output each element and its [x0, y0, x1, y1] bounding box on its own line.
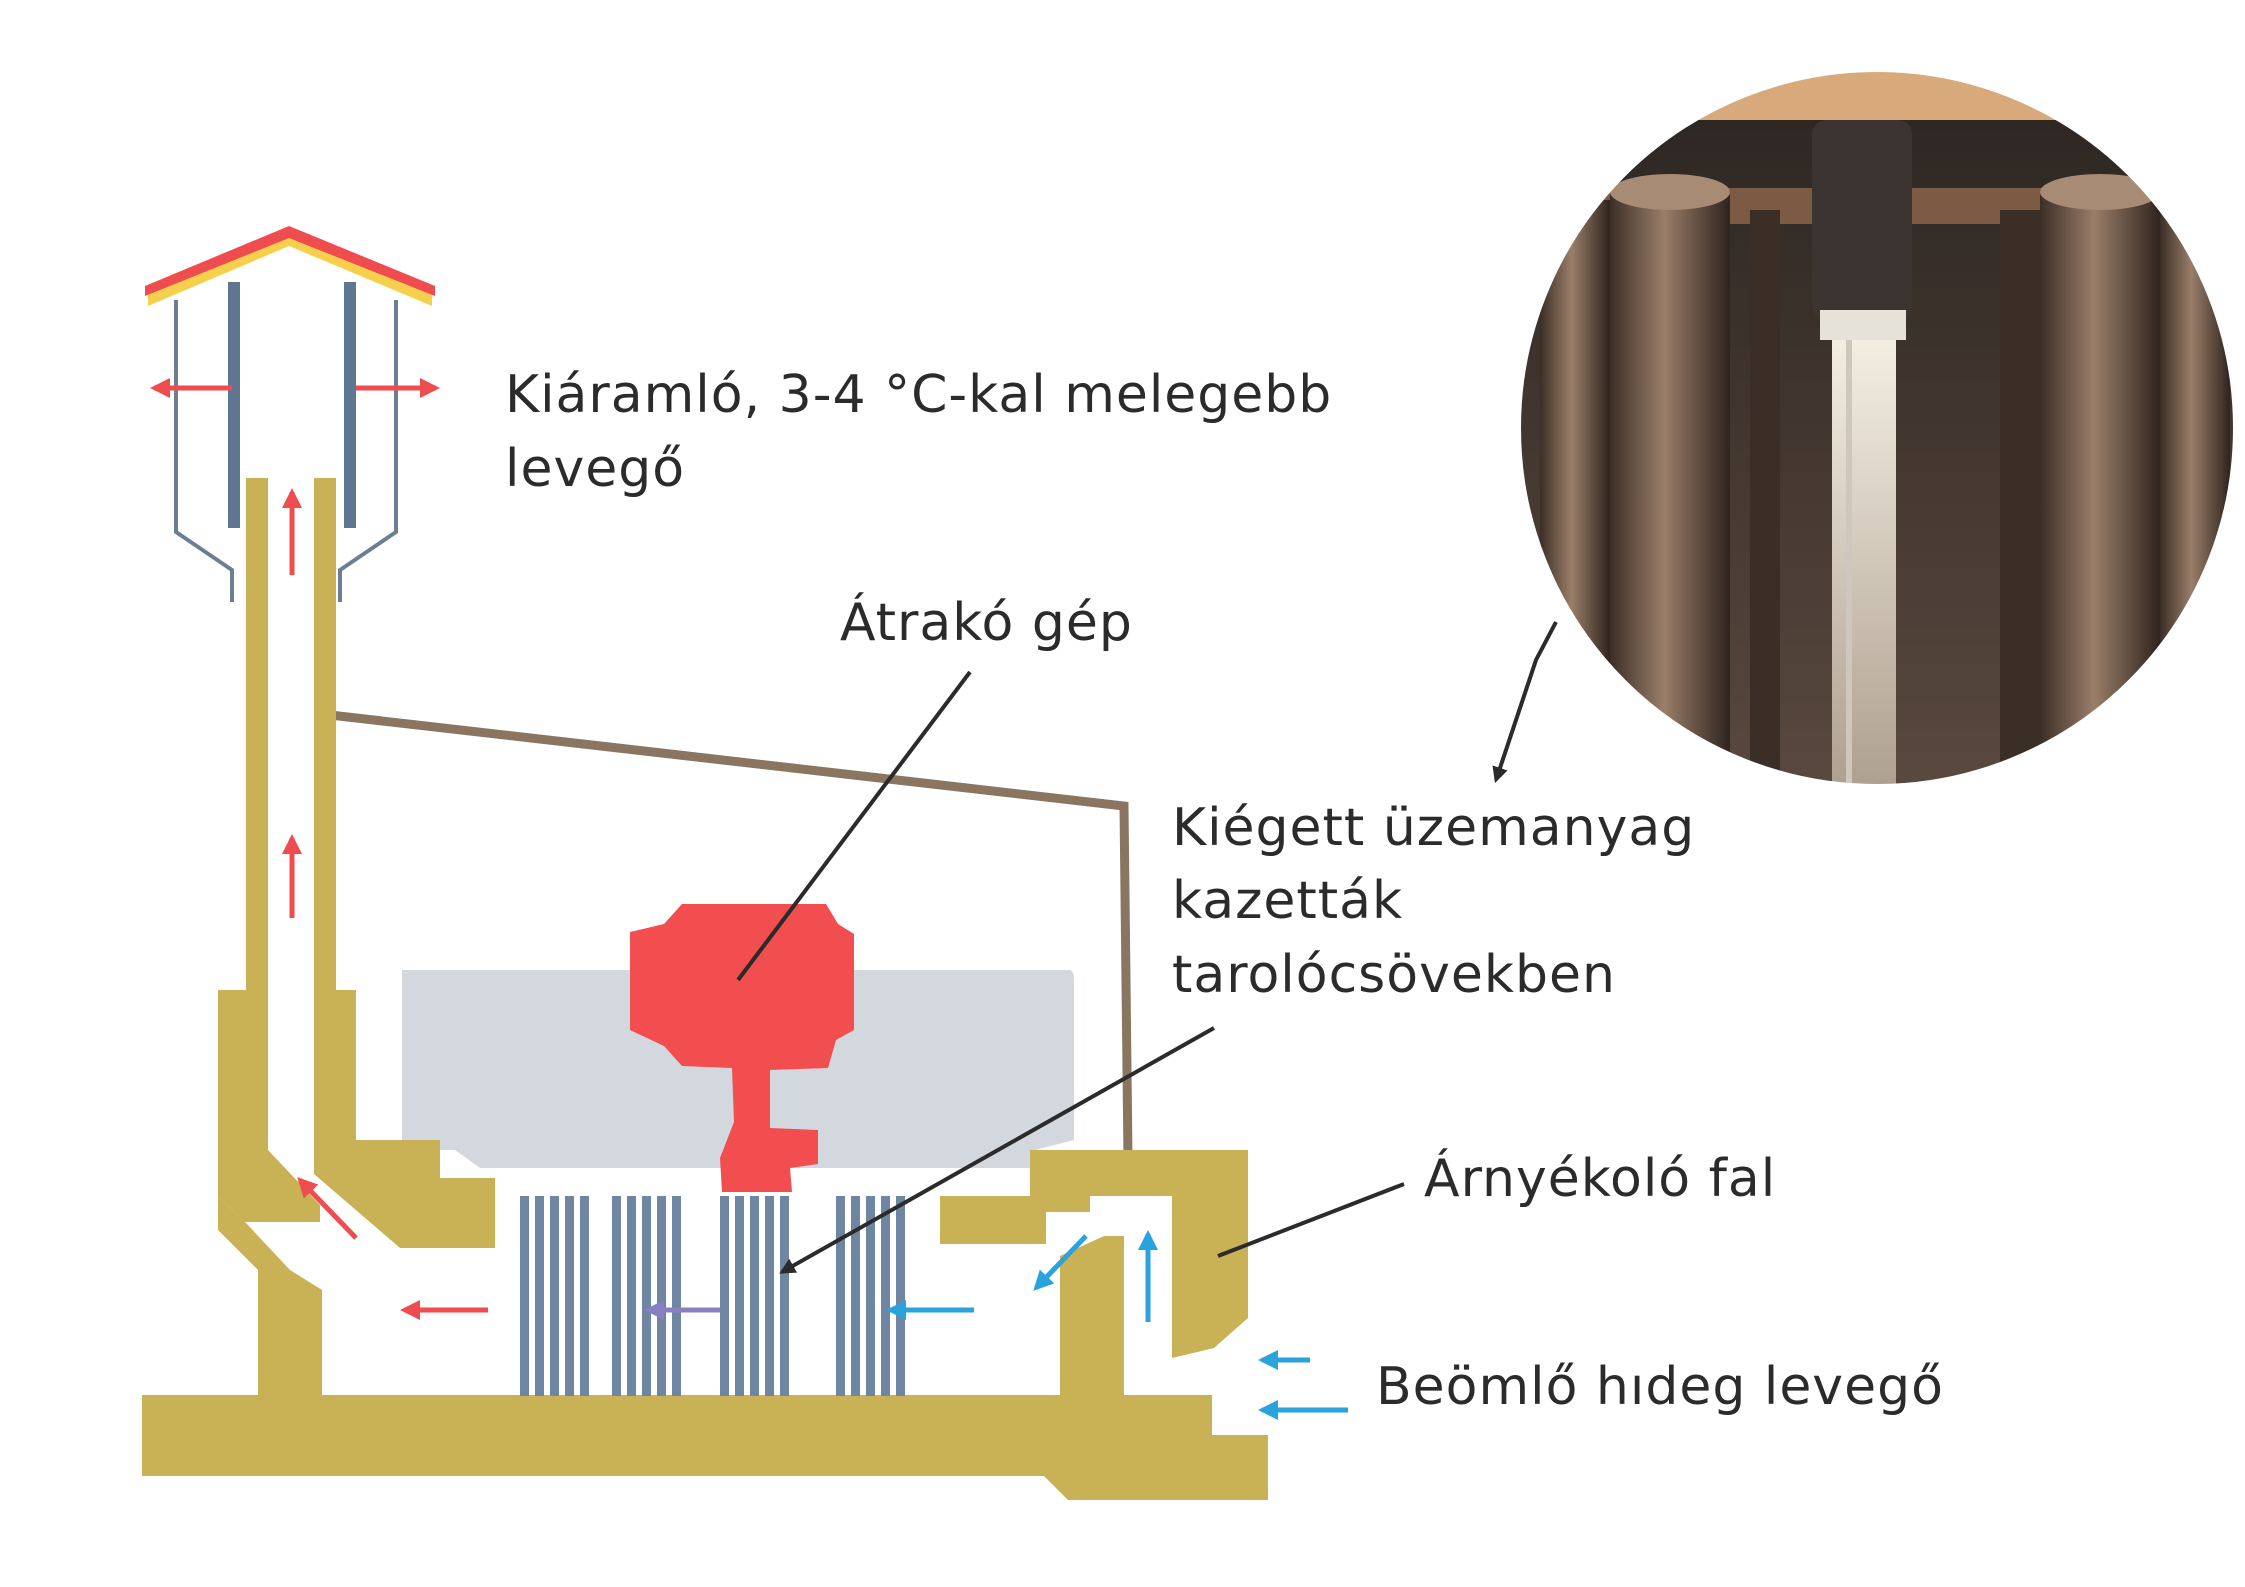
fuel-tube — [780, 1196, 789, 1396]
fuel-tube — [881, 1196, 890, 1396]
fuel-storage-tubes — [520, 1196, 905, 1396]
fuel-tube — [535, 1196, 544, 1396]
fuel-tube — [657, 1196, 666, 1396]
fuel-tube — [720, 1196, 729, 1396]
label-outflow-2: levegő — [505, 439, 685, 499]
fuel-tube — [565, 1196, 574, 1396]
fuel-tube — [750, 1196, 759, 1396]
fuel-tube — [642, 1196, 651, 1396]
fuel-tube — [836, 1196, 845, 1396]
label-inflow: Beömlő hıdeg levegő — [1376, 1357, 1944, 1417]
fuel-tube — [520, 1196, 529, 1396]
fuel-tube — [735, 1196, 744, 1396]
warm-air-arrow-duct — [297, 1177, 358, 1240]
label-cassettes-3: tarolócsövekben — [1172, 945, 1616, 1005]
fuel-tube — [627, 1196, 636, 1396]
fuel-tube — [866, 1196, 875, 1396]
label-machine: Átrakó gép — [840, 592, 1133, 653]
fuel-tube — [851, 1196, 860, 1396]
fuel-tube — [550, 1196, 559, 1396]
fuel-tube — [672, 1196, 681, 1396]
leader-lines — [736, 621, 1558, 1274]
refuelling-machine — [630, 904, 854, 1192]
air-flow-arrows — [150, 378, 1348, 1420]
photo-leader — [1492, 621, 1558, 784]
fuel-tube — [765, 1196, 774, 1396]
cassettes-leader — [779, 1026, 1215, 1274]
label-cassettes-2: kazetták — [1172, 871, 1403, 931]
concrete-structure — [142, 478, 1268, 1500]
cold-air-arrow-diag — [1033, 1234, 1088, 1291]
chimney-cap — [145, 226, 435, 602]
fuel-tube — [612, 1196, 621, 1396]
fuel-tube — [580, 1196, 589, 1396]
label-cassettes-1: Kiégett üzemanyag — [1172, 798, 1695, 858]
label-shield-wall: Árnyékoló fal — [1424, 1148, 1776, 1209]
shield-leader — [1217, 1182, 1405, 1258]
fuel-tube — [896, 1196, 905, 1396]
label-outflow-1: Kiáramló, 3-4 °C-kal melegebb — [505, 365, 1332, 425]
fuel-storage-tubes-photo — [1520, 71, 2234, 785]
machine-leader — [736, 670, 972, 982]
hall-roof-line — [329, 710, 1133, 1159]
